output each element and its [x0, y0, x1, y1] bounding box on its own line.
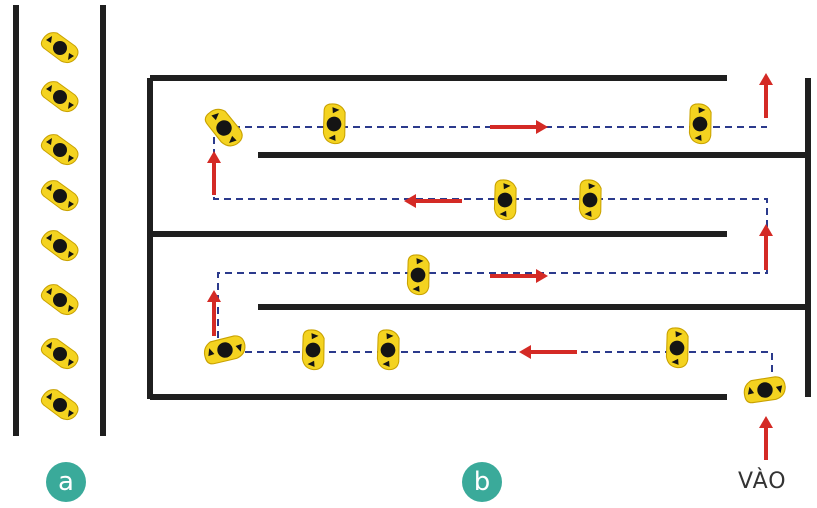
cutter-insert-icon [198, 323, 251, 377]
cutter-insert-icon [40, 338, 79, 370]
arrow-head [404, 194, 416, 208]
arrow-head [207, 290, 221, 302]
cutter-insert-icon [40, 32, 79, 64]
arrow-head [207, 151, 221, 163]
channel-walls [13, 5, 811, 436]
direction-arrow-icon [490, 269, 548, 283]
arrow-head [519, 345, 531, 359]
panel-b-badge: b [462, 462, 502, 502]
cutter-insert-icon [40, 389, 79, 421]
cutter-insert-icon [393, 249, 443, 300]
direction-arrow-icon [404, 194, 462, 208]
entry-label: VÀO [738, 469, 787, 494]
cutting-inserts [40, 32, 791, 421]
direction-arrow-icon [759, 224, 773, 270]
cutter-insert-icon [40, 284, 79, 316]
cutter-insert-icon [40, 134, 79, 166]
direction-arrow-icon [519, 345, 577, 359]
cutter-insert-icon [40, 180, 79, 212]
direction-arrow-icon [207, 151, 221, 195]
cutter-insert-icon [40, 81, 79, 113]
panel-a-badge: a [46, 462, 86, 502]
panel-a-label: a [58, 467, 74, 497]
arrow-head [536, 120, 548, 134]
arrow-head [759, 73, 773, 85]
cutter-insert-icon [738, 363, 791, 417]
arrow-head [759, 416, 773, 428]
direction-arrow-icon [207, 290, 221, 336]
arrow-head [759, 224, 773, 236]
cutter-insert-icon [309, 98, 359, 149]
direction-arrow-icon [490, 120, 548, 134]
flow-path-line [213, 126, 773, 372]
cutter-insert-icon [652, 322, 702, 373]
direction-arrow-icon [759, 73, 773, 118]
arrow-head [536, 269, 548, 283]
direction-arrow-icon [759, 416, 773, 460]
panel-b-label: b [473, 467, 491, 497]
flow-paths [213, 126, 773, 372]
cutter-insert-icon [288, 324, 338, 375]
cutter-insert-icon [675, 98, 725, 149]
cutter-insert-icon [40, 230, 79, 262]
flow-arrows [207, 73, 773, 460]
cutter-insert-icon [199, 105, 249, 150]
cutter-insert-icon [363, 324, 413, 375]
